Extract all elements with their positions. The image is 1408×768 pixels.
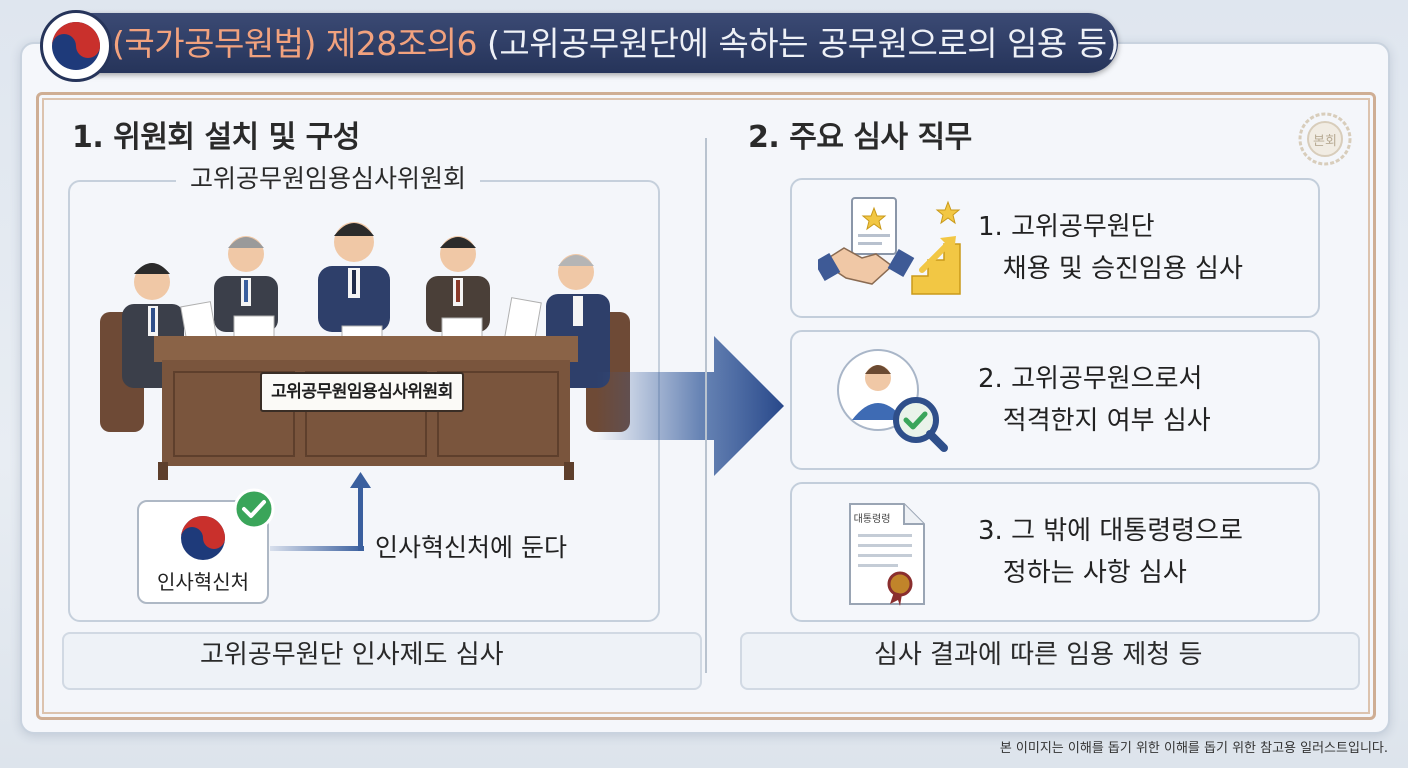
left-bottom-strip [62, 632, 702, 690]
handshake-stairs-icon [818, 197, 961, 295]
org-name: 인사혁신처 [157, 570, 249, 594]
title-bar [52, 13, 1118, 73]
title-law-part: (국가공무원법) 제28조의6 [112, 24, 477, 63]
decree-document-icon: 대통령령 [849, 503, 925, 606]
duty-card-3: 대통령령 3. 그 밖에 대통령령으로 정하는 사항 심사 [790, 482, 1320, 622]
committee-meeting-illustration [100, 222, 630, 480]
committee-name-plaque: 고위공무원임용심사위원회 [260, 372, 464, 412]
illustration-footnote: 본 이미지는 이해를 돕기 위한 이해를 돕기 위한 참고용 일러스트입니다. [999, 741, 1388, 756]
duty-text-1: 1. 고위공무원단 채용 및 승진임용 심사 [978, 212, 1243, 284]
mpm-emblem-icon [181, 516, 225, 560]
document-label: 대통령령 [854, 513, 891, 525]
placement-up-arrow-icon [270, 472, 371, 551]
duty-card-1: 1. 고위공무원단 채용 및 승진임용 심사 [790, 178, 1320, 318]
right-bottom-strip [740, 632, 1360, 690]
section-divider [705, 138, 707, 673]
placement-label: 인사혁신처에 둔다 [375, 533, 567, 562]
duty-text-3: 3. 그 밖에 대통령령으로 정하는 사항 심사 [978, 516, 1243, 588]
page-title: (국가공무원법) 제28조의6 (고위공무원단에 속하는 공무원으로의 임용 등… [112, 22, 1120, 66]
green-check-icon [233, 488, 275, 530]
big-right-arrow-icon [596, 336, 784, 476]
duty-card-2: 2. 고위공무원으로서 적격한지 여부 심사 [790, 330, 1320, 470]
title-subject-part: (고위공무원단에 속하는 공무원으로의 임용 등) [476, 24, 1120, 63]
duty-text-2: 2. 고위공무원으로서 적격한지 여부 심사 [978, 364, 1211, 436]
member-center [318, 222, 390, 332]
committee-box-caption: 고위공무원임용심사위원회 [176, 160, 481, 198]
section-heading-committee: 1. 위원회 설치 및 구성 [72, 120, 360, 155]
right-bottom-caption: 심사 결과에 따른 임용 제청 등 [874, 640, 1203, 670]
person-magnifier-check-icon [837, 349, 948, 452]
government-emblem-icon [40, 10, 112, 82]
seal-text: 본회 [1313, 134, 1337, 149]
section-heading-duties: 2. 주요 심사 직무 [748, 120, 972, 155]
left-bottom-caption: 고위공무원단 인사제도 심사 [200, 640, 504, 670]
national-assembly-seal-icon: 본회 [1296, 110, 1354, 168]
